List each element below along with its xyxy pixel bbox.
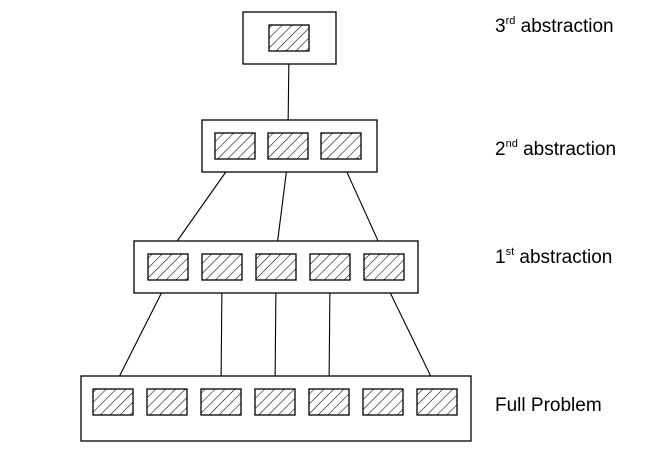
hatched-node-abs2-1 [267, 132, 309, 160]
label-3rd-abstraction: 3rd abstraction [495, 15, 614, 37]
hatched-node-abs1-0 [147, 253, 189, 281]
hatched-node-full-0 [92, 388, 134, 416]
hatched-node-abs1-2 [255, 253, 297, 281]
level-abs3 [242, 11, 337, 65]
label-full-problem: Full Problem [495, 395, 602, 416]
level-abs2 [201, 119, 378, 173]
hatched-node-abs2-2 [320, 132, 362, 160]
hatched-node-abs3-0 [268, 24, 310, 52]
hatched-node-abs1-1 [201, 253, 243, 281]
hatched-node-full-3 [254, 388, 296, 416]
label-2nd-abstraction: 2nd abstraction [495, 138, 617, 160]
connection-line-7 [328, 279, 331, 390]
level-full [80, 375, 472, 442]
connection-line-4 [112, 279, 169, 390]
connection-line-0 [287, 50, 290, 134]
level-containers [80, 11, 472, 442]
connection-lines [112, 50, 438, 390]
connection-line-3 [340, 158, 385, 255]
hatched-node-full-6 [416, 388, 458, 416]
label-1st-abstraction: 1st abstraction [495, 246, 613, 268]
hatched-node-full-4 [308, 388, 350, 416]
hatched-node-abs2-0 [214, 132, 256, 160]
hatched-node-full-1 [146, 388, 188, 416]
hatched-node-abs1-3 [309, 253, 351, 281]
hatched-node-abs1-4 [363, 253, 405, 281]
hatched-node-full-2 [200, 388, 242, 416]
connection-line-5 [220, 279, 223, 390]
connection-line-2 [275, 158, 289, 255]
connection-line-8 [383, 279, 438, 390]
level-abs1 [133, 240, 419, 294]
connection-line-6 [274, 279, 277, 390]
connection-line-1 [167, 158, 236, 255]
hatched-node-full-5 [362, 388, 404, 416]
